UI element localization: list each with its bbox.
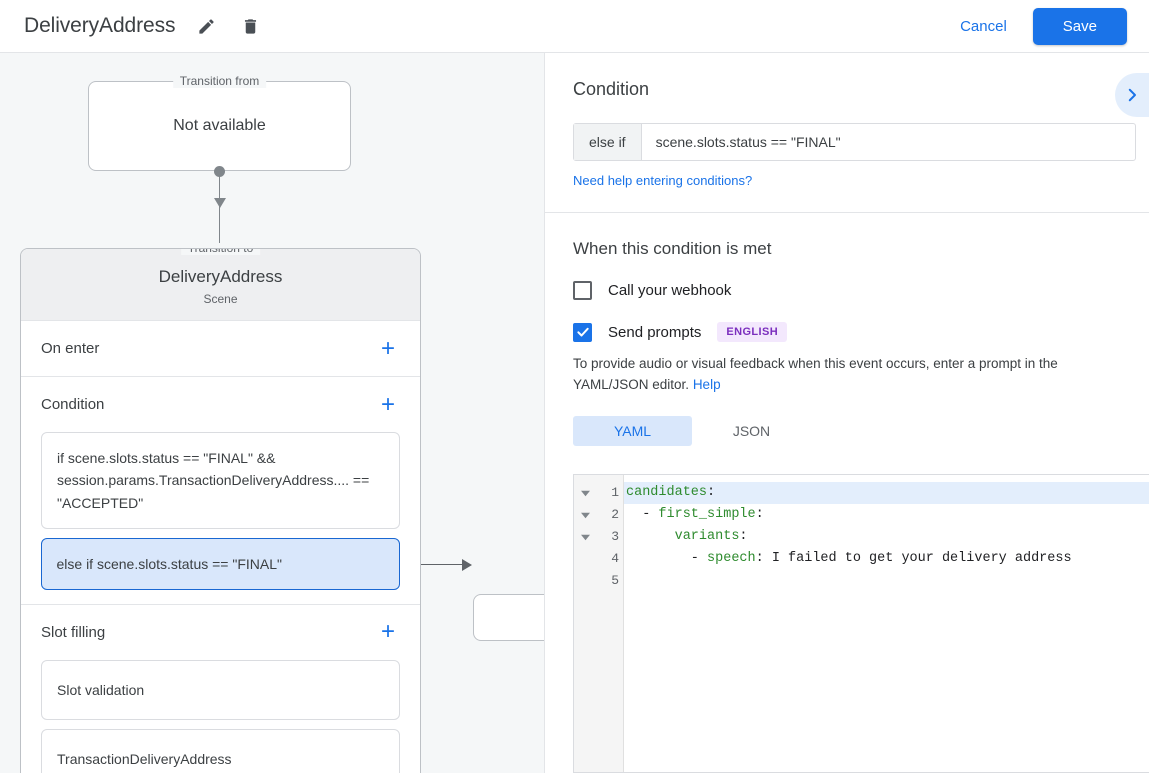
code-token: variants bbox=[674, 529, 740, 544]
editor-code-area[interactable]: candidates: - first_simple: variants: - … bbox=[624, 475, 1149, 772]
add-slot-filling-button[interactable]: + bbox=[380, 618, 395, 646]
section-title-condition: Condition bbox=[41, 396, 105, 413]
prompts-description: To provide audio or visual feedback when… bbox=[573, 354, 1121, 396]
code-line[interactable]: candidates: bbox=[624, 482, 1149, 504]
transition-to-header: DeliveryAddress Scene bbox=[21, 249, 420, 321]
editor-format-tabs: YAML JSON bbox=[573, 415, 1121, 446]
flow-canvas-panel: Transition from Not available Transition… bbox=[0, 53, 545, 773]
code-token: : I failed to get your delivery address bbox=[755, 551, 1072, 566]
line-number: 3 bbox=[611, 529, 619, 544]
condition-heading: Condition bbox=[573, 79, 650, 99]
transition-from-legend: Transition from bbox=[172, 74, 267, 88]
fold-toggle-icon[interactable] bbox=[574, 504, 596, 526]
section-title-on-enter: On enter bbox=[41, 340, 100, 357]
section-title-slot-filling: Slot filling bbox=[41, 623, 106, 641]
list-item[interactable]: Slot validation bbox=[41, 659, 400, 720]
transition-from-node[interactable]: Transition from Not available bbox=[88, 74, 351, 171]
code-token: : bbox=[755, 507, 764, 522]
section-header-condition: Condition + bbox=[41, 377, 400, 432]
connector-arrow-down bbox=[213, 198, 226, 208]
condition-prefix-label: else if bbox=[574, 124, 642, 160]
call-webhook-checkbox[interactable] bbox=[573, 281, 592, 300]
section-header-on-enter: On enter + bbox=[41, 321, 400, 376]
list-item[interactable]: else if scene.slots.status == "FINAL" bbox=[41, 538, 400, 590]
editor-fold-gutter bbox=[574, 475, 596, 772]
code-token bbox=[626, 529, 675, 544]
help-link[interactable]: Help bbox=[692, 376, 721, 392]
transition-from-value: Not available bbox=[173, 117, 266, 134]
webhook-row: Call your webhook bbox=[573, 281, 1121, 300]
line-number: 5 bbox=[611, 573, 619, 588]
need-help-link[interactable]: Need help entering conditions? bbox=[573, 173, 753, 188]
transition-to-node: Transition to DeliveryAddress Scene On e… bbox=[20, 248, 421, 773]
condition-field-group: else if bbox=[573, 123, 1136, 161]
section-condition: Condition + if scene.slots.status == "FI… bbox=[21, 377, 420, 605]
code-token: first_simple bbox=[658, 507, 756, 522]
call-webhook-label: Call your webhook bbox=[608, 282, 732, 299]
section-on-enter: On enter + bbox=[21, 321, 420, 377]
add-condition-button[interactable]: + bbox=[380, 390, 395, 418]
scene-type: Scene bbox=[203, 292, 238, 306]
fold-toggle-icon[interactable] bbox=[574, 526, 596, 548]
code-line[interactable] bbox=[624, 570, 1149, 592]
line-number: 1 bbox=[611, 485, 619, 500]
send-prompts-label: Send prompts bbox=[608, 323, 702, 341]
fold-toggle-icon[interactable] bbox=[574, 482, 596, 504]
code-token: - bbox=[626, 551, 708, 566]
prompts-description-text: To provide audio or visual feedback when… bbox=[573, 356, 1058, 392]
line-number: 2 bbox=[611, 507, 619, 522]
section-slot-filling: Slot filling + Slot validation Transacti… bbox=[21, 605, 420, 773]
condition-met-section: When this condition is met Call your web… bbox=[545, 213, 1149, 446]
page-title: DeliveryAddress bbox=[24, 14, 176, 37]
section-header-slot-filling: Slot filling + bbox=[41, 605, 400, 660]
trash-icon[interactable] bbox=[237, 13, 263, 39]
downstream-node-partial[interactable] bbox=[473, 594, 545, 641]
code-line[interactable]: - speech: I failed to get your delivery … bbox=[624, 548, 1149, 570]
condition-section: Condition else if Need help entering con… bbox=[545, 53, 1149, 190]
code-token: - bbox=[626, 507, 659, 522]
scene-name: DeliveryAddress bbox=[158, 267, 283, 286]
yaml-editor[interactable]: 1 2 3 4 5 candidates: - first_simple: varian… bbox=[573, 474, 1149, 773]
panel-divider bbox=[544, 53, 545, 773]
cancel-button[interactable]: Cancel bbox=[946, 9, 1021, 44]
list-item[interactable]: TransactionDeliveryAddress bbox=[41, 728, 400, 773]
fold-spacer bbox=[574, 570, 596, 592]
code-line[interactable]: - first_simple: bbox=[624, 504, 1149, 526]
fold-spacer bbox=[574, 548, 596, 570]
connector-arrow-right bbox=[462, 558, 472, 571]
send-prompts-row: Send prompts ENGLISH bbox=[573, 322, 1121, 342]
tab-yaml[interactable]: YAML bbox=[573, 415, 692, 446]
editor-line-numbers: 1 2 3 4 5 bbox=[596, 475, 624, 772]
code-token: speech bbox=[707, 551, 756, 566]
condition-input[interactable] bbox=[641, 124, 1135, 160]
code-token: candidates bbox=[626, 485, 708, 500]
app-header: DeliveryAddress Cancel Save bbox=[0, 0, 1149, 53]
send-prompts-checkbox[interactable] bbox=[573, 322, 592, 342]
language-badge: ENGLISH bbox=[717, 322, 788, 342]
chevron-right-icon[interactable] bbox=[1115, 73, 1149, 117]
code-token: : bbox=[707, 485, 716, 500]
slot-filling-list: Slot validation TransactionDeliveryAddre… bbox=[41, 659, 400, 773]
tab-json[interactable]: JSON bbox=[732, 422, 771, 439]
condition-list: if scene.slots.status == "FINAL" && sess… bbox=[41, 432, 400, 604]
section-divider bbox=[545, 212, 1149, 213]
save-button[interactable]: Save bbox=[1032, 7, 1127, 45]
transition-to-legend: Transition to bbox=[180, 249, 261, 255]
code-token: : bbox=[739, 529, 748, 544]
condition-met-heading: When this condition is met bbox=[573, 239, 772, 258]
pencil-icon[interactable] bbox=[193, 13, 219, 39]
line-number: 4 bbox=[611, 551, 619, 566]
connector-line-horizontal bbox=[402, 563, 464, 565]
add-on-enter-button[interactable]: + bbox=[380, 334, 395, 362]
list-item[interactable]: if scene.slots.status == "FINAL" && sess… bbox=[41, 432, 400, 530]
code-line[interactable]: variants: bbox=[624, 526, 1149, 548]
